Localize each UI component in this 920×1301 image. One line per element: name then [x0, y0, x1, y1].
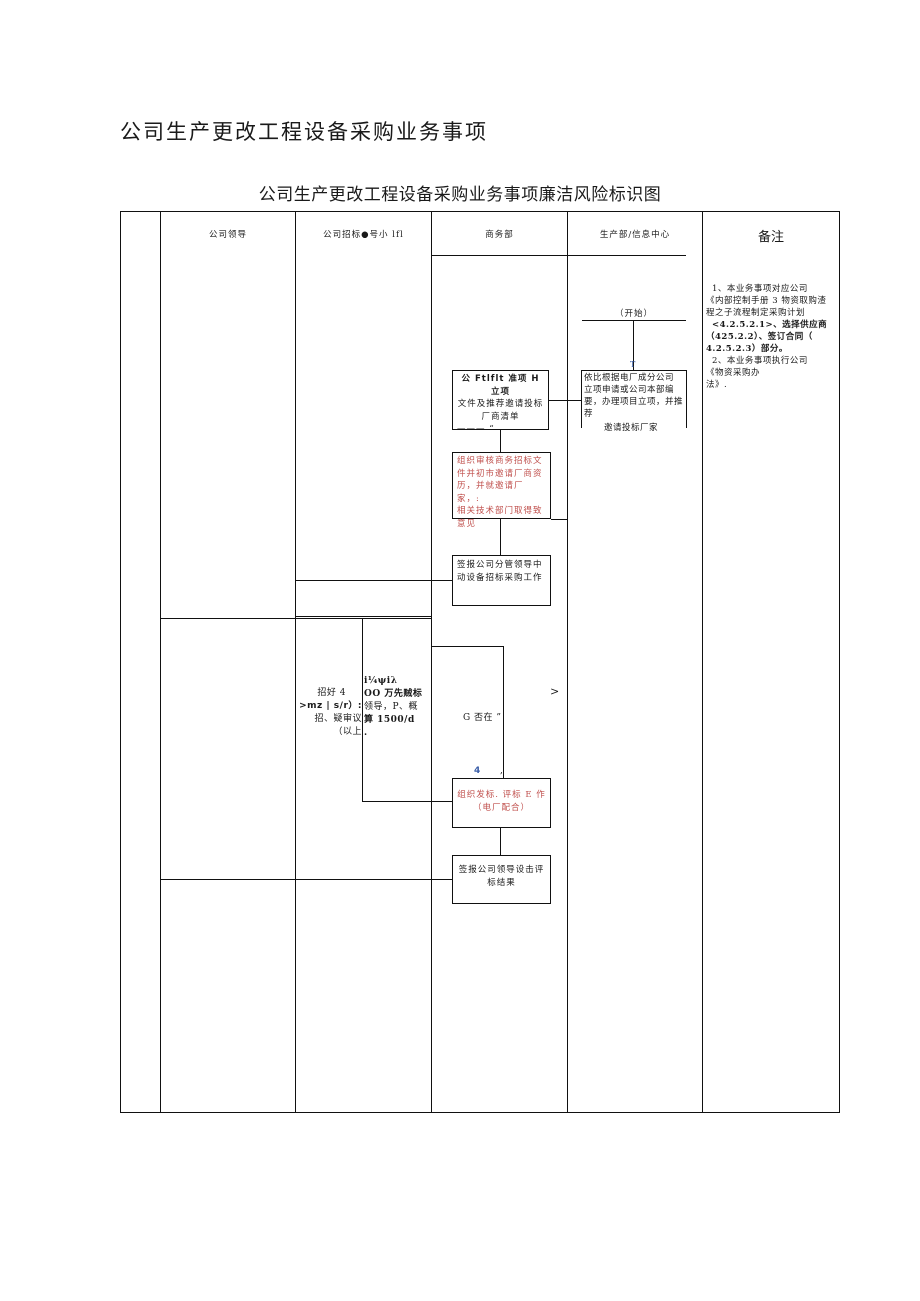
review-docs-node: 组织审核商务招标文 件并初市邀请厂商资 历，并就邀请厂家，: 相关技术部门取得致…: [452, 452, 551, 529]
decision-text: G 否在 ”: [463, 713, 502, 723]
node-line: 厂商清单: [481, 411, 520, 422]
prepare-docs-node: 公 Ftlflt 准项 H 立项 文件及推荐邀请投标 厂商清单 ——— “: [452, 370, 549, 434]
remarks-line: <4.2.5.2.1>、选择供应商: [712, 320, 828, 330]
node-line: 依比根据电厂成分公司: [584, 373, 675, 383]
remarks-text: 1、本业务事项对应公司 《内部控制手册 3 物资取购渣 程之子流程制定采购计划 …: [706, 283, 838, 391]
frag-line: 招好 4: [298, 687, 362, 700]
node-line: 签报公司分管领导中: [457, 560, 543, 570]
node-line: 要，办理项目立项，并推: [584, 397, 684, 407]
remarks-line: 程之子流程制定采购计划: [706, 308, 806, 318]
frag-line: 领导，P、概: [364, 702, 419, 712]
node-line: （电厂配合）: [472, 802, 530, 813]
node-line: 组织审核商务招标文: [457, 456, 543, 466]
frag-line: .: [364, 728, 368, 738]
lane-company-leader: 公司领导: [208, 230, 247, 240]
remarks-line: 1、本业务事项对应公司: [712, 284, 808, 294]
chart-frame: [120, 211, 840, 1113]
node-line: 文件及推荐邀请投标: [457, 399, 544, 409]
production-request-node: 依比根据电厂成分公司 立项申请或公司本部编 要，办理项目立项，并推 荐 邀请投标…: [584, 372, 686, 434]
step-number: 4: [474, 766, 481, 776]
node-line: 动设备招标采购工作: [457, 572, 543, 583]
remarks-line: 《内部控制手册 3 物资取购渣: [706, 296, 827, 306]
node-line: 意见: [457, 518, 477, 529]
chart-title: 公司生产更改工程设备采购业务事项廉洁风险标识图: [258, 185, 662, 205]
node-line: 组织发标. 评标 E 作: [457, 790, 546, 800]
frag-line: i¼ψiλ: [364, 676, 398, 686]
lane-commerce-dept: 商务部: [485, 230, 514, 240]
step-mark: ,: [500, 766, 504, 776]
lane-production-dept: 生产部/信息中心: [599, 230, 671, 240]
remarks-line: 《物资采购办: [706, 368, 761, 378]
node-line: 荐: [584, 409, 594, 419]
report-leader-node: 签报公司分管领导中 动设备招标采购工作: [452, 555, 551, 606]
node-line: 历，并就邀请厂家，:: [457, 481, 524, 504]
frag-line: >mz | s/r）:: [299, 701, 362, 711]
arrow-mark: >: [550, 685, 560, 698]
start-mark: T: [630, 360, 636, 369]
node-line: ——— “: [457, 424, 495, 434]
start-node: （开始）: [614, 309, 653, 319]
node-line: 标结果: [487, 877, 516, 888]
node-line: 邀请投标厂家: [604, 423, 659, 433]
organize-bidding-node: 组织发标. 评标 E 作 （电厂配合）: [452, 778, 551, 828]
node-line: 签报公司领导设击评: [458, 865, 545, 875]
frag-line: 招、疑审议: [314, 714, 362, 724]
production-request-box: [581, 370, 687, 428]
remarks-line: 2、本业务事项执行公司: [712, 356, 808, 366]
frag-line: 算 1500/d: [364, 715, 415, 725]
page-heading: 公司生产更改工程设备采购业务事项: [120, 120, 488, 144]
frag-line: （以上: [333, 727, 362, 737]
bid-group-left-text: 招好 4 >mz | s/r）: 招、疑审议 （以上: [298, 687, 362, 739]
node-line: 立项申请或公司本部编: [584, 385, 675, 395]
remarks-line: 4.2.5.2.3）部分。: [706, 344, 788, 354]
bid-group-right-text: i¼ψiλ OO 万先贼标 领导，P、概 算 1500/d .: [364, 675, 430, 740]
remarks-line: 法》.: [706, 380, 728, 390]
lane-remarks: 备注: [757, 230, 784, 245]
node-line: 件并初市邀请厂商资: [457, 468, 543, 479]
frag-text: 招好 4: [317, 688, 346, 698]
lane-bidding-group: 公司招标●号小 lfl: [323, 230, 404, 240]
remarks-line: （425.2.2）、签订合同（: [706, 332, 813, 342]
report-result-node: 签报公司领导设击评 标结果: [452, 855, 551, 904]
frag-line: OO 万先贼标: [364, 689, 423, 699]
node-line: 相关技术部门取得致: [457, 506, 543, 516]
node-line: 公 Ftlflt 准项 H 立项: [461, 374, 540, 397]
